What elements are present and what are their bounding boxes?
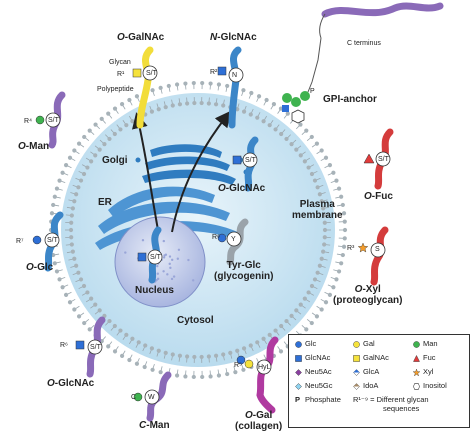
site-s-r3: R³ xyxy=(347,245,354,252)
site-galnac-st: S/T xyxy=(146,70,157,77)
label-glycan: Glycan xyxy=(109,59,131,66)
label-o-glcnac-outer: O-GlcNAc xyxy=(47,378,94,389)
label-o-gal: O-Gal(collagen) xyxy=(235,410,282,432)
label-o-xyl: O-Xyl(proteoglycan) xyxy=(333,284,402,306)
site-y: Y xyxy=(231,236,236,243)
legend-item-man: Man xyxy=(413,339,438,348)
label-plasma-membrane: Plasmamembrane xyxy=(292,199,343,221)
label-golgi: Golgi xyxy=(102,155,128,166)
legend-item-fuc: Fuc xyxy=(413,353,436,362)
site-w: W xyxy=(148,394,155,401)
label-n-glcnac: N-GlcNAc xyxy=(210,32,257,43)
legend-r-note: R¹⁻⁹ = Different glycansequences xyxy=(353,395,429,413)
site-n-r2: R² xyxy=(210,69,217,76)
site-hyl-r5: R⁵ xyxy=(234,362,242,369)
site-inner-st: S/T xyxy=(245,157,256,164)
label-o-glcnac-inner: O-GlcNAc xyxy=(218,183,265,194)
legend-item-neu5gc: Neu5Gc xyxy=(295,381,333,390)
site-fuc-st: S/T xyxy=(378,156,389,163)
legend-item-inositol: Inositol xyxy=(413,381,447,390)
site-glc-r7: R⁷ xyxy=(16,238,24,245)
label-o-fuc: O-Fuc xyxy=(364,191,393,202)
label-gpi-anchor: GPI-anchor xyxy=(323,94,377,105)
site-man-st: S/T xyxy=(48,117,59,124)
legend-item-gal: Gal xyxy=(353,339,375,348)
legend-item-glc: Glc xyxy=(295,339,316,348)
legend-item-xyl: Xyl xyxy=(413,367,433,376)
label-o-man: O-Man xyxy=(18,141,49,152)
legend-item-glcnac: GlcNAc xyxy=(295,353,330,362)
site-n: N xyxy=(232,72,237,79)
site-c: C xyxy=(131,394,136,401)
label-cytosol: Cytosol xyxy=(177,315,214,326)
label-o-galnac: O-GalNAc xyxy=(117,32,164,43)
label-tyr-glc: Tyr-Glc(glycogenin) xyxy=(214,260,273,282)
label-c-terminus: C terminus xyxy=(347,40,381,47)
site-outer-r6: R⁶ xyxy=(60,342,68,349)
legend-item-idoa: IdoA xyxy=(353,381,378,390)
label-er: ER xyxy=(98,197,112,208)
site-s: S xyxy=(375,246,380,253)
legend-item-galnac: GalNAc xyxy=(353,353,389,362)
site-glc-st: S/T xyxy=(47,237,58,244)
label-polypeptide: Polypeptide xyxy=(97,86,134,93)
site-man-r4: R⁴ xyxy=(24,118,32,125)
label-o-glc: O-Glc xyxy=(26,262,53,273)
legend-item-glca: GlcA xyxy=(353,367,379,376)
site-outer-st: S/T xyxy=(90,344,101,351)
label-nucleus: Nucleus xyxy=(135,285,174,296)
legend-item-neu5ac: Neu5Ac xyxy=(295,367,332,376)
site-y-r8: R⁸ xyxy=(212,234,220,241)
site-galnac-r1: R¹ xyxy=(117,71,124,78)
legend: Glc Gal ManGlcNAc GalNAc FucNeu5Ac GlcA XylNeu… xyxy=(288,334,470,428)
site-gpi-p: P xyxy=(310,88,315,95)
label-c-man: C-Man xyxy=(139,420,170,431)
site-hyl: HyL xyxy=(258,364,270,371)
legend-item-phosphate: PPhosphate xyxy=(295,395,341,404)
gpi-anchor-structure xyxy=(282,6,440,123)
site-nuc-st: S/T xyxy=(150,254,161,261)
